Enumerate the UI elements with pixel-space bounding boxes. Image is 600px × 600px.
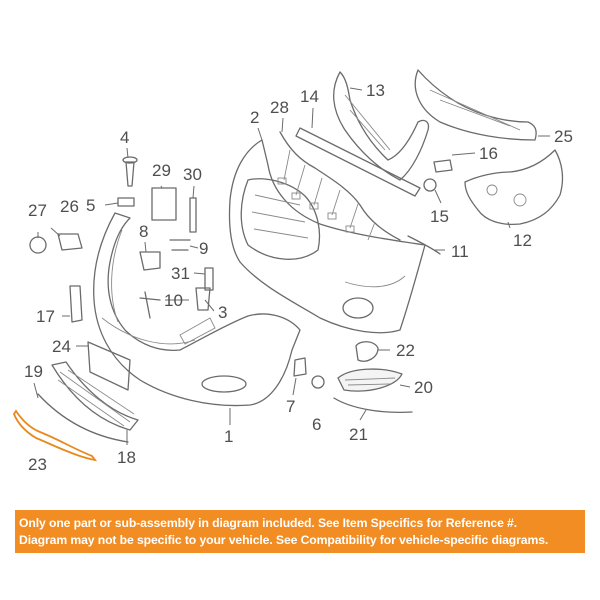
reinforcement-beam [333,71,430,181]
bumper-cover-lower [93,212,301,407]
callout-12: 12 [513,231,532,250]
callout-9: 9 [199,239,208,258]
wiring-harness [277,131,401,241]
callout-5: 5 [86,196,95,215]
callout-numbers: 1 2 3 4 5 6 7 8 9 10 11 12 13 14 15 16 1… [24,81,573,474]
callout-10: 10 [164,291,183,310]
disclaimer-line-1: Only one part or sub-assembly in diagram… [19,516,518,530]
callout-8: 8 [139,222,148,241]
callout-17: 17 [36,307,55,326]
leader-lines [33,87,550,445]
callout-19: 19 [24,362,43,381]
callout-24: 24 [52,337,71,356]
bumper-cover-upper [228,139,426,334]
callout-23: 23 [28,455,47,474]
callout-30: 30 [183,165,202,184]
callout-6: 6 [312,415,321,434]
callout-1: 1 [224,427,233,446]
side-bracket [464,149,564,226]
callout-28: 28 [270,98,289,117]
disclaimer-banner: Only one part or sub-assembly in diagram… [15,510,585,553]
callout-13: 13 [366,81,385,100]
callout-3: 3 [218,303,227,322]
callout-16: 16 [479,144,498,163]
callout-25: 25 [554,127,573,146]
callout-15: 15 [430,207,449,226]
callout-11: 11 [451,242,469,261]
guide-bar [295,127,421,197]
callout-31: 31 [171,264,190,283]
callout-4: 4 [120,128,129,147]
callout-21: 21 [349,425,368,444]
callout-18: 18 [117,448,136,467]
disclaimer-line-2: Diagram may not be specific to your vehi… [19,533,549,547]
energy-absorber [414,69,537,141]
callout-27: 27 [28,201,47,220]
callout-2: 2 [250,108,259,127]
callout-22: 22 [396,341,415,360]
callout-29: 29 [152,161,171,180]
small-parts [29,156,453,443]
callout-14: 14 [300,87,319,106]
callout-7: 7 [286,397,295,416]
highlighted-part-23 [12,409,98,462]
callout-20: 20 [414,378,433,397]
callout-26: 26 [60,197,79,216]
